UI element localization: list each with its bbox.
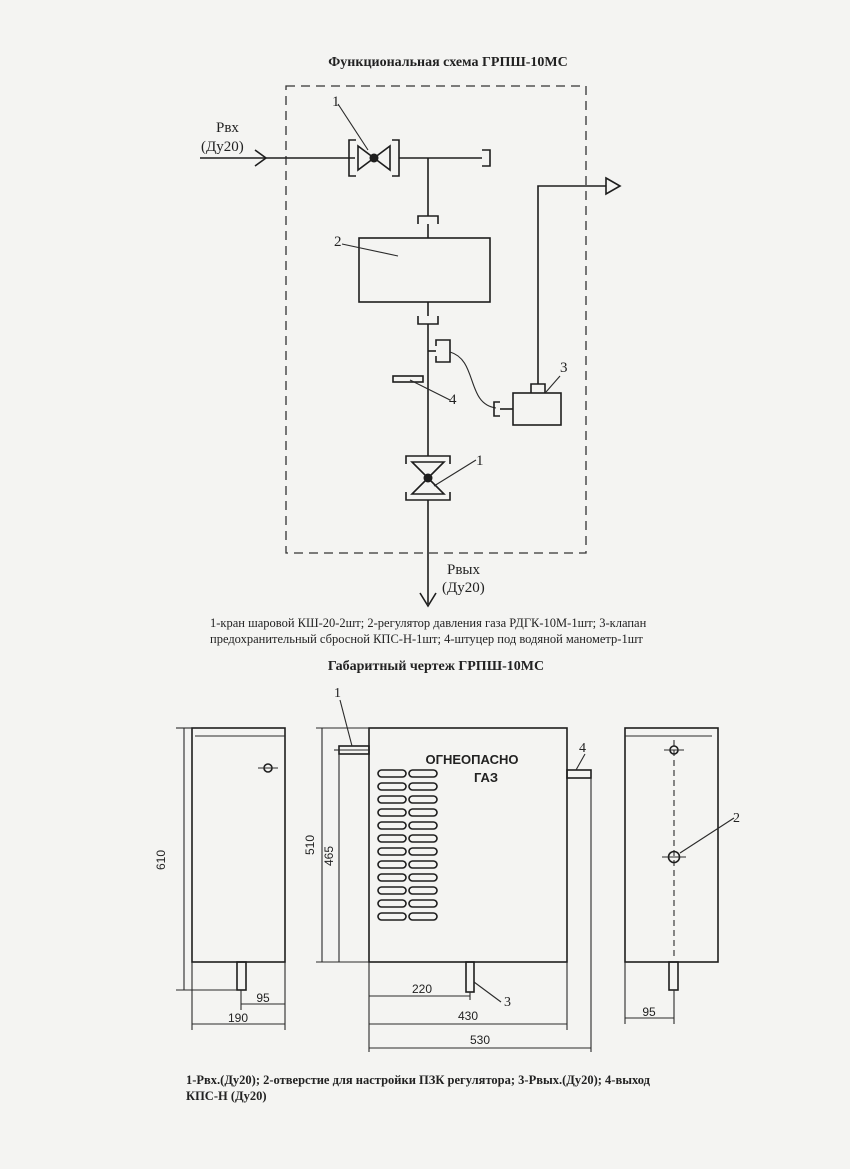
dim-front-offset: 220 [412,982,432,996]
callout-regulator: 2 [334,234,342,250]
vent-arrow [605,176,622,196]
dim-left-width: 190 [228,1011,248,1025]
dim-front-height-inner: 465 [322,846,336,866]
callout-valve-bottom: 1 [476,453,484,469]
callout-relief-valve: 3 [560,360,568,376]
drawing-title: Габаритный чертеж ГРПШ-10МС [328,659,544,674]
inlet-arrow [254,149,268,167]
manometer-fitting [392,375,424,383]
inlet-label: Рвх [216,120,239,136]
callout-kps-outlet: 4 [579,741,586,756]
front-view-cabinet [316,727,592,1052]
footer-line-2: КПС-Н (Ду20) [186,1089,267,1103]
inlet-size: (Ду20) [201,139,244,155]
louver-slots [377,769,438,921]
cabinet-warning-line-1: ОГНЕОПАСНО [426,752,519,767]
dim-left-offset: 95 [256,991,270,1005]
ball-valve-bottom [405,455,477,501]
outlet-arrow [419,592,437,608]
sense-fitting [435,339,451,363]
callout-valve-top: 1 [332,94,340,110]
dim-front-height-outer: 510 [303,835,317,855]
outlet-size: (Ду20) [442,580,485,596]
callout-fitting: 4 [449,392,457,408]
flange-top [417,215,439,224]
footer-line-1: 1-Рвх.(Ду20); 2-отверстие для настройки … [186,1073,651,1087]
diagram-title: Функциональная схема ГРПШ-10МС [328,55,567,70]
cabinet-boundary [285,85,587,554]
relief-valve [512,392,562,426]
legend-line-2: предохранительный сбросной КПС-Н-1шт; 4-… [210,632,643,646]
callout-adjust-hole: 2 [733,811,740,826]
side-view-left [176,727,286,1030]
legend-line-1: 1-кран шаровой КШ-20-2шт; 2-регулятор да… [210,616,647,630]
outlet-label: Рвых [447,562,481,578]
flange-bottom [417,316,439,325]
dim-front-total: 530 [470,1033,490,1047]
branch-plug [482,149,491,167]
dim-right-offset: 95 [642,1005,656,1019]
ball-valve-top [337,103,400,177]
side-view-right [624,727,735,1024]
dim-left-height: 610 [154,850,168,870]
callout-outlet: 3 [504,995,511,1010]
sense-line [449,351,497,409]
callout-inlet: 1 [334,686,341,701]
gas-regulator [358,237,491,303]
cabinet-warning-line-2: ГАЗ [474,770,498,785]
vent-line [537,185,606,384]
dim-front-width: 430 [458,1009,478,1023]
